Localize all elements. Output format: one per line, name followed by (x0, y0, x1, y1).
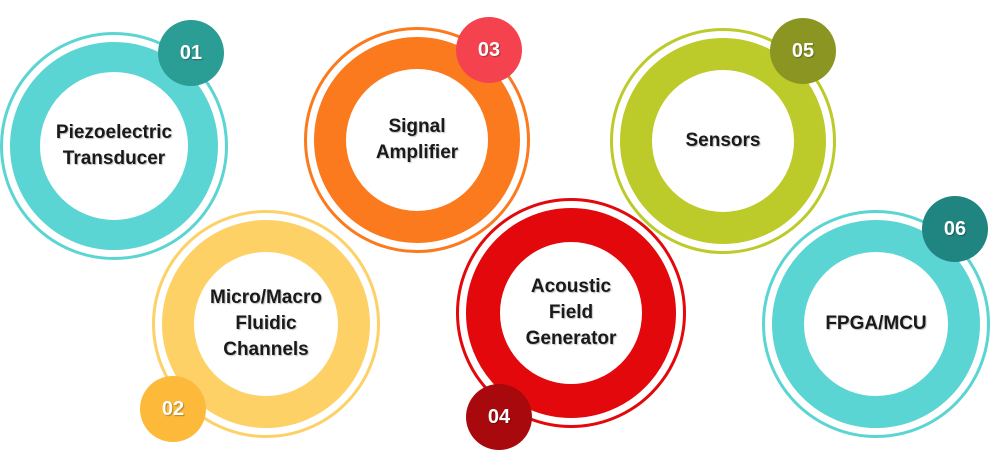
label-03: Signal Amplifier (375, 116, 459, 163)
outer-ring-02 (152, 210, 380, 438)
badge-03: 03 (456, 17, 522, 83)
item-02: Micro/Macro Fluidic Channels 02 (140, 208, 380, 448)
outer-ring-04 (456, 198, 686, 428)
badge-01: 01 (158, 20, 224, 86)
item-04: Acoustic Field Generator 04 (452, 198, 692, 450)
outer-ring-03 (304, 27, 530, 253)
label-06: FPGA/MCU (825, 313, 927, 334)
item-05: Sensors 05 (610, 18, 842, 254)
item-06: FPGA/MCU 06 (760, 196, 998, 444)
badge-02: 02 (140, 376, 206, 442)
outer-ring-05 (610, 28, 836, 254)
badge-05: 05 (770, 18, 836, 84)
badge-06: 06 (922, 196, 988, 262)
outer-ring-01 (0, 32, 228, 260)
label-05: Sensors (685, 130, 761, 151)
label-02: Micro/Macro Fluidic Channels (210, 287, 322, 360)
outer-ring-06 (762, 210, 990, 438)
label-04: Acoustic Field Generator (525, 276, 617, 349)
item-01: Piezoelectric Transducer 01 (0, 20, 238, 260)
item-03: Signal Amplifier 03 (304, 15, 534, 253)
label-01: Piezoelectric Transducer (55, 122, 173, 169)
badge-04: 04 (466, 384, 532, 450)
